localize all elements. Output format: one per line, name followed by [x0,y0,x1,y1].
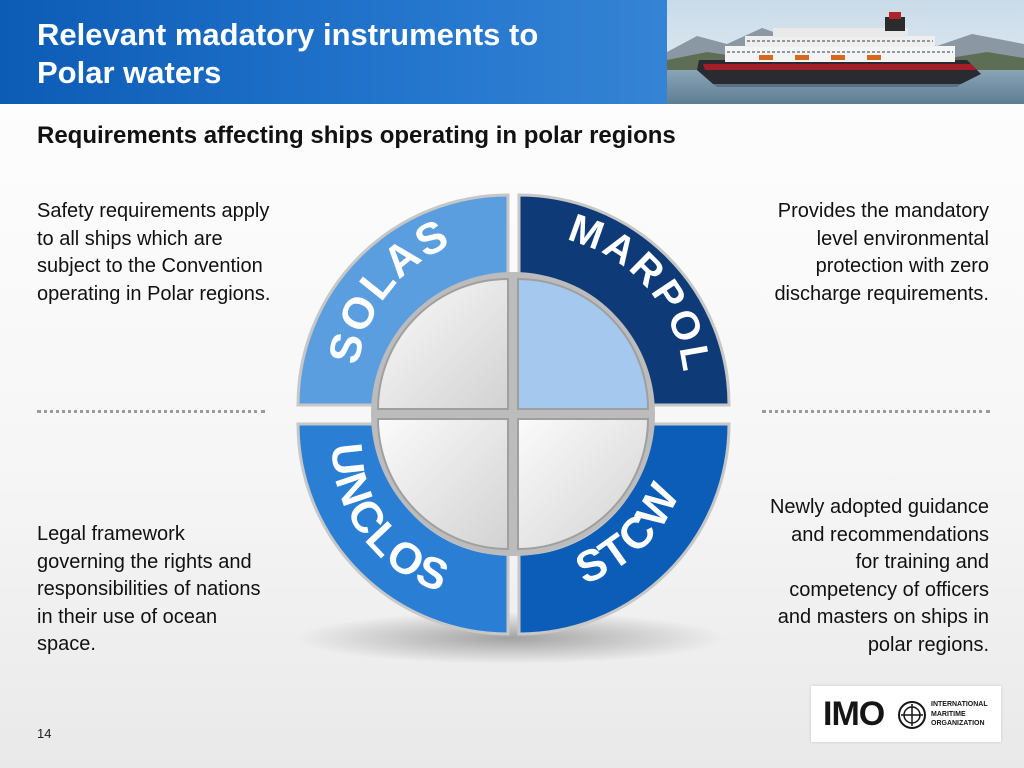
title-line-1: Relevant madatory instruments to [37,17,539,52]
inner-quadrant-stcw [517,418,650,551]
dotted-divider-left [37,410,265,413]
inner-quadrant-unclos [376,418,509,551]
page-number: 14 [37,726,52,741]
inner-quadrant-solas [376,277,509,410]
unclos-description: Legal framework governing the rights and… [37,523,261,655]
inner-quadrant-marpol [517,277,650,410]
imo-emblem-icon [898,701,926,729]
slide-subtitle: Requirements affecting ships operating i… [37,122,676,149]
header-bar: Relevant madatory instruments to Polar w… [0,0,1024,104]
imo-organization-name: INTERNATIONAL MARITIME ORGANIZATION [931,701,988,727]
imo-logo-letters: IMO [823,695,885,733]
stcw-description: Newly adopted guidance and recommendatio… [769,496,989,656]
dotted-divider-right [762,410,990,413]
marpol-description: Provides the mandatory level environment… [774,200,989,305]
imo-logo: IMO INTERNATIONAL MARITIME ORGANIZATION [811,686,1001,742]
solas-description: Safety requirements apply to all ships w… [37,200,271,305]
title-line-2: Polar waters [37,55,222,90]
instruments-diagram: SOLAS MARPOL UNCLOS STCW [280,185,740,670]
ship-photo [667,0,1024,104]
slide-title: Relevant madatory instruments to Polar w… [37,16,657,92]
inner-ring [371,272,655,556]
diagram-shadow [295,612,725,664]
